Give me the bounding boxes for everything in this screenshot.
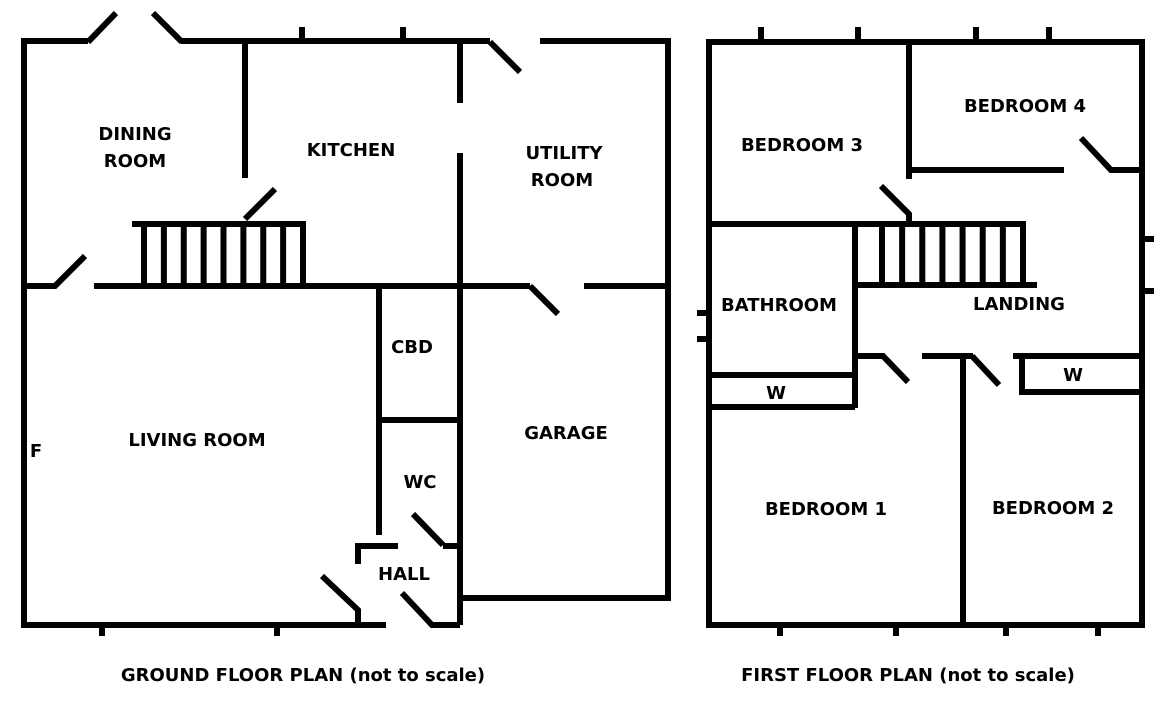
first-outer-walls [697, 27, 1154, 636]
fireplace-label: F [30, 441, 42, 462]
bedroom4-door[interactable] [1078, 135, 1142, 173]
first-floor-caption: FIRST FLOOR PLAN (not to scale) [741, 665, 1075, 686]
front-door-right-leaf[interactable] [150, 10, 185, 45]
living-room-door[interactable] [319, 573, 361, 625]
room-label-bedroom1: BEDROOM 1 [765, 499, 887, 520]
wall-west-north [21, 38, 88, 628]
ground-stairs [132, 221, 306, 286]
room-label-dining: ROOM [104, 151, 166, 172]
kitchen-door[interactable] [242, 186, 278, 222]
room-label-utility: UTILITY [525, 143, 603, 164]
room-label-bedroom2: BEDROOM 2 [992, 498, 1114, 519]
wc-door[interactable] [410, 511, 446, 548]
room-label-bedroom4: BEDROOM 4 [964, 96, 1086, 117]
room-label-cbd: CBD [391, 337, 433, 358]
room-label-bedroom3: BEDROOM 3 [741, 135, 863, 156]
wall-utility-garage-east [458, 38, 671, 601]
bedroom2-door[interactable] [969, 353, 1002, 388]
ground-outer-walls [21, 10, 671, 636]
room-label-landing: LANDING [973, 294, 1065, 315]
room-label-living-room: LIVING ROOM [128, 430, 265, 451]
room-label-dining: DINING [98, 124, 171, 145]
garage-door[interactable] [527, 283, 561, 317]
first-interior-walls [709, 42, 1142, 625]
wardrobe-label: W [766, 383, 786, 404]
room-label-wc: WC [403, 472, 436, 493]
wall-hall-north [355, 543, 398, 564]
ground-floor-plan: DINING ROOM KITCHEN UTILITY ROOM CBD LIV… [21, 10, 671, 686]
front-door-left-leaf[interactable] [85, 10, 119, 45]
first-stairs [855, 224, 1037, 288]
first-floor-plan: BEDROOM 3 BEDROOM 4 BATHROOM LANDING W W… [697, 27, 1154, 686]
bedroom3-door[interactable] [878, 183, 912, 224]
room-label-garage: GARAGE [524, 423, 608, 444]
ground-floor-caption: GROUND FLOOR PLAN (not to scale) [121, 665, 485, 686]
room-label-kitchen: KITCHEN [307, 140, 396, 161]
first-outer-wall [706, 39, 1145, 628]
wardrobe-label: W [1063, 365, 1083, 386]
wall-dining-door [24, 253, 88, 289]
room-label-bathroom: BATHROOM [721, 295, 837, 316]
utility-back-door[interactable] [487, 39, 523, 75]
room-label-hall: HALL [378, 564, 430, 585]
hall-front-door[interactable] [399, 590, 460, 628]
bedroom1-door[interactable] [855, 353, 911, 385]
room-label-utility: ROOM [531, 170, 593, 191]
wall-wardrobe2 [1019, 356, 1142, 395]
